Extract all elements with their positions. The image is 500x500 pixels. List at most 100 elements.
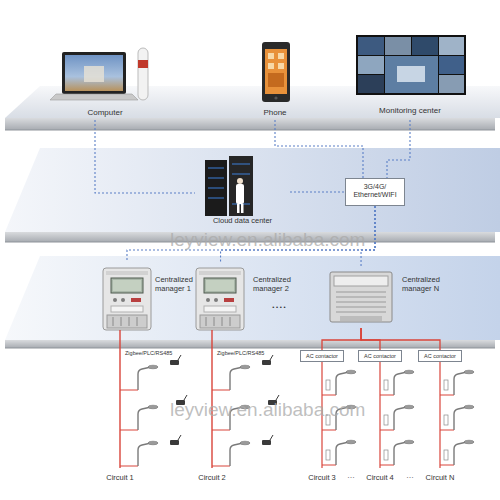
contactor-box: AC contactor <box>418 350 462 362</box>
computer-illustration <box>50 94 138 100</box>
circuit-label: Circuit 2 <box>187 474 237 483</box>
circuit-wiring <box>322 430 336 431</box>
street-lamp-symbol <box>394 405 414 430</box>
node-label: AC contactor <box>359 353 401 359</box>
node-label: 3G/4G/ Ethernet/WIFI <box>346 183 404 199</box>
circuit-wiring <box>321 362 322 468</box>
circuit-label: Circuit 4 <box>358 474 402 483</box>
street-lamp-symbol <box>394 370 414 395</box>
meter-illustration <box>196 268 244 330</box>
network-link <box>387 120 410 178</box>
street-lamp-symbol <box>138 365 158 390</box>
street-lamp-symbol <box>336 440 356 465</box>
circuit-wiring <box>120 430 138 431</box>
lamp-controller-symbol <box>384 380 388 390</box>
phone-illustration <box>274 96 277 99</box>
network-link <box>361 206 375 266</box>
platform-layer <box>5 340 495 348</box>
server-rack-illustration <box>208 198 224 199</box>
network-box: 3G/4G/ Ethernet/WIFI <box>345 178 405 206</box>
server-node: Cloud data center <box>195 155 290 231</box>
circuit-wiring <box>322 465 336 466</box>
ellipsis-mark: • • • • <box>262 304 296 311</box>
lamp-controller-symbol <box>384 450 388 460</box>
network-link <box>275 120 363 178</box>
server-rack-illustration <box>208 178 224 179</box>
server-rack-illustration <box>205 160 227 216</box>
zigbee-module-symbol <box>176 395 187 405</box>
video-wall-illustration <box>385 56 438 93</box>
ellipsis-mark: ··· <box>343 474 359 483</box>
circuit-wiring <box>440 395 454 396</box>
network-link <box>127 206 375 262</box>
power-line <box>361 328 440 350</box>
node-label: Cloud data center <box>195 217 290 226</box>
street-lamp-symbol <box>138 365 474 466</box>
network-link <box>290 191 345 192</box>
phone-illustration <box>262 42 290 102</box>
zigbee-module-symbol <box>170 355 181 365</box>
cabinet-illustration <box>336 307 386 308</box>
server-rack-illustration <box>232 174 250 175</box>
circuit-wiring <box>211 330 212 468</box>
contactor-box: AC contactor <box>300 350 344 362</box>
watermark: leyview.en.alibaba.com <box>170 399 410 421</box>
lamp-controller-symbol <box>444 415 448 425</box>
street-lamp-symbol <box>230 441 250 466</box>
device-node: Monitoring center <box>352 34 468 120</box>
circuit-wiring <box>212 430 230 431</box>
node-label: AC contactor <box>419 353 461 359</box>
video-wall-illustration <box>358 56 384 74</box>
network-link <box>95 120 195 193</box>
circuit-wiring <box>120 390 138 391</box>
street-lamp-symbol <box>230 365 250 390</box>
circuit-wiring <box>212 390 230 391</box>
meter-illustration <box>103 268 244 330</box>
platform-layer <box>5 232 495 242</box>
platform-layer <box>5 242 495 243</box>
cabinet-illustration <box>336 297 386 298</box>
phone-illustration <box>265 49 287 94</box>
server-rack-illustration <box>236 184 244 204</box>
node-label: Centralized manager 2 <box>253 276 299 293</box>
circuit-wiring <box>212 466 230 467</box>
computer-illustration <box>65 55 123 91</box>
server-rack-illustration <box>237 178 243 184</box>
video-wall-illustration <box>439 37 464 55</box>
video-wall-illustration <box>356 35 466 95</box>
lamp-controller-symbol <box>444 450 448 460</box>
power-line <box>361 328 380 350</box>
circuit-label: Circuit 3 <box>300 474 344 483</box>
phone-illustration <box>262 42 290 102</box>
server-rack-illustration <box>232 164 250 165</box>
phone-illustration <box>268 63 274 69</box>
cabinet-illustration <box>334 276 388 286</box>
platform-layer <box>5 86 500 348</box>
node-label: Centralized manager 1 <box>155 276 205 293</box>
device-node: Phone <box>250 40 300 120</box>
node-label: AC contactor <box>301 353 343 359</box>
street-lamp-symbol <box>454 405 474 430</box>
meter-illustration <box>103 268 151 330</box>
server-rack-illustration <box>237 204 240 213</box>
lamp-controller-symbol <box>326 380 448 460</box>
cabinet-illustration <box>336 312 386 313</box>
circuit-wiring <box>440 430 454 431</box>
device-node: Computer <box>55 42 155 120</box>
circuit-wiring <box>380 430 394 431</box>
protocol-label: Zigbee/PLC/RS485 <box>217 350 277 356</box>
zigbee-module-symbol <box>170 355 279 445</box>
server-rack-illustration <box>229 156 253 216</box>
street-lamp-symbol <box>454 370 474 395</box>
zigbee-module-symbol <box>170 435 181 445</box>
lamp-controller-symbol <box>326 450 330 460</box>
platform-layer <box>5 348 495 349</box>
circuit-wiring <box>439 362 440 468</box>
phone-illustration <box>268 53 274 59</box>
node-label: Centralized manager N <box>402 276 462 293</box>
server-rack-illustration <box>205 156 253 216</box>
video-wall-illustration <box>358 37 384 55</box>
circuit-wiring <box>119 330 120 468</box>
